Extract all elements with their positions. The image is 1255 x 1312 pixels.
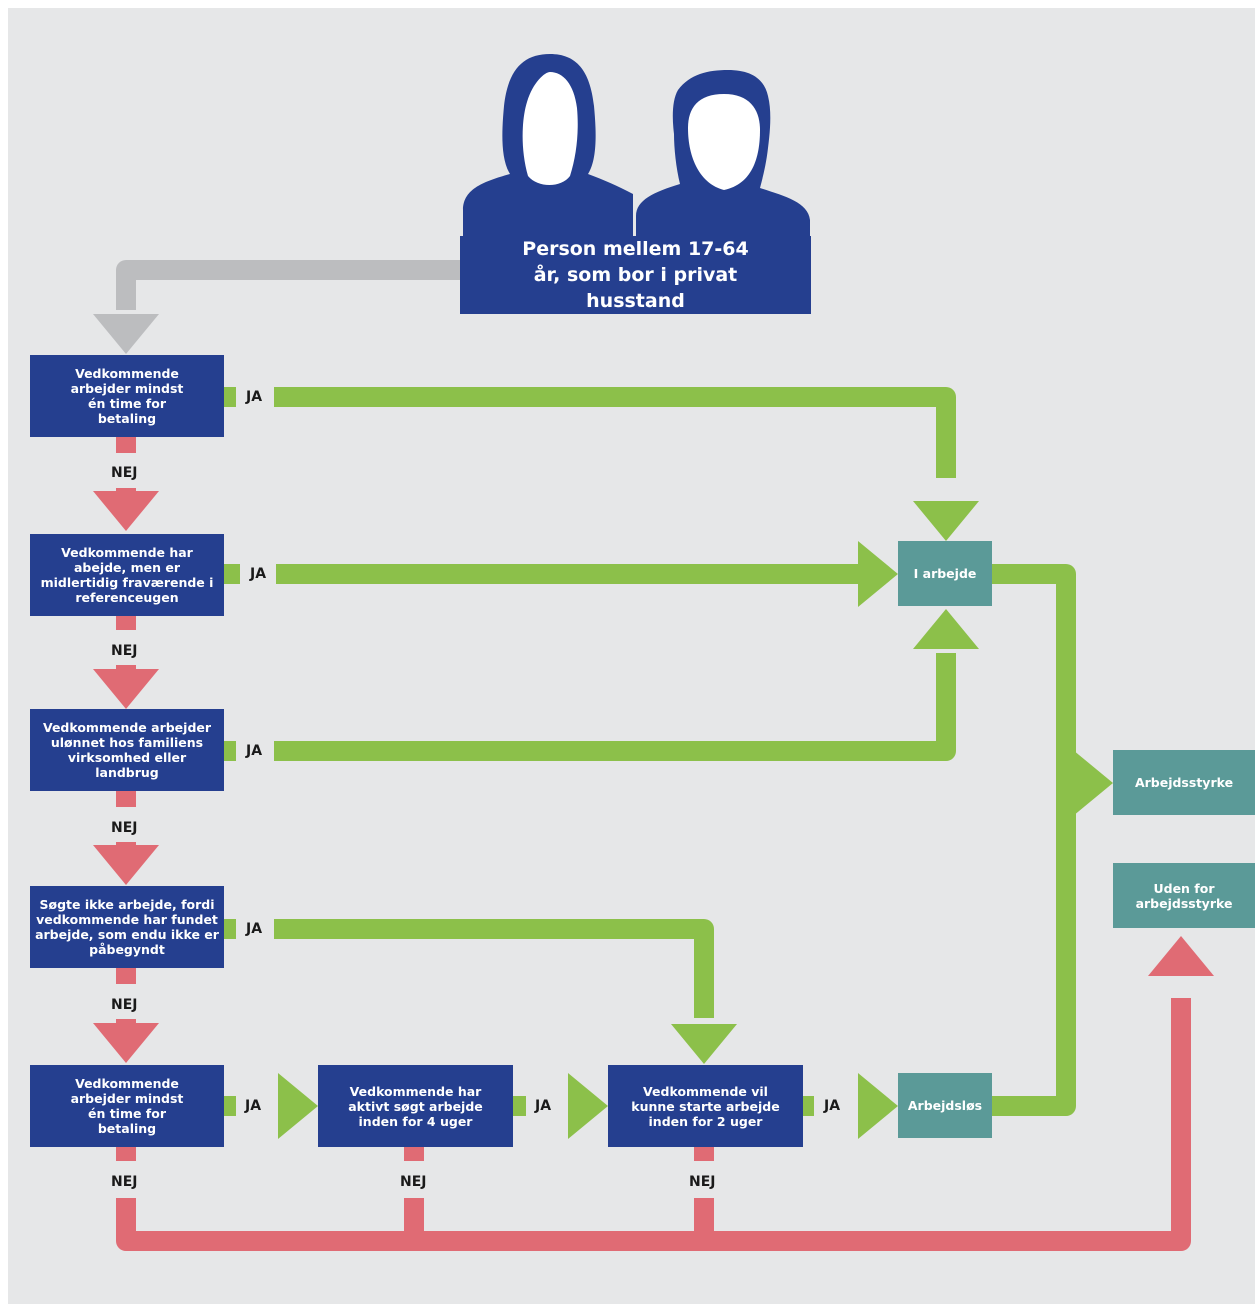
question-temporarily-absent: Vedkommende har abejde, men er midlertid… (30, 534, 224, 616)
yes-arrowhead (568, 1073, 608, 1139)
question-can-start: Vedkommende vil kunne starte arbejde ind… (608, 1065, 803, 1147)
question-paid-work-1: Vedkommende arbejder mindst én time for … (30, 355, 224, 437)
yes-label-6: JA (535, 1098, 552, 1114)
start-node: Person mellem 17-64 år, som bor i privat… (460, 236, 811, 314)
question-searched-work: Vedkommende har aktivt søgt arbejde inde… (318, 1065, 513, 1147)
yes-arrowhead (858, 541, 898, 607)
question-paid-work-2: Vedkommende arbejder mindst én time for … (30, 1065, 224, 1147)
no-arrowhead (93, 491, 159, 531)
yes-label-2: JA (250, 566, 267, 582)
flow-connectors (93, 54, 1214, 1251)
yes-label-7: JA (824, 1098, 841, 1114)
no-label-6: NEJ (400, 1174, 427, 1190)
no-label-4: NEJ (111, 997, 138, 1013)
yes-arrowhead (913, 609, 979, 649)
woman-face-icon (522, 72, 578, 185)
man-face-icon (688, 94, 760, 190)
yes-label-3: JA (246, 743, 263, 759)
start-connector (116, 260, 460, 310)
outcome-unemployed: Arbejdsløs (898, 1073, 992, 1138)
outside-arrowhead (1148, 936, 1214, 976)
no-label-3: NEJ (111, 820, 138, 836)
yes-label-5: JA (245, 1098, 262, 1114)
no-label-1: NEJ (111, 465, 138, 481)
question-found-work: Søgte ikke arbejde, fordi vedkommende ha… (30, 886, 224, 968)
outside-connector (116, 998, 1191, 1251)
yes-label-4: JA (246, 921, 263, 937)
outcome-outside-labour-force: Uden for arbejdsstyrke (1113, 863, 1255, 928)
yes-arrowhead (278, 1073, 318, 1139)
labour-force-connector (992, 564, 1076, 1116)
diagram-canvas: Person mellem 17-64 år, som bor i privat… (8, 8, 1255, 1304)
no-arrowhead (93, 1023, 159, 1063)
no-label-5: NEJ (111, 1174, 138, 1190)
yes-arrowhead (858, 1073, 898, 1139)
yes-label-1: JA (246, 389, 263, 405)
start-arrowhead (93, 314, 159, 354)
no-label-2: NEJ (111, 643, 138, 659)
outcome-labour-force: Arbejdsstyrke (1113, 750, 1255, 815)
yes-arrowhead (671, 1024, 737, 1064)
no-label-7: NEJ (689, 1174, 716, 1190)
no-arrowhead (93, 845, 159, 885)
labour-force-arrowhead (1073, 750, 1113, 816)
question-unpaid-family-work: Vedkommende arbejder ulønnet hos familie… (30, 709, 224, 791)
yes-connector (274, 387, 956, 478)
outcome-employed: I arbejde (898, 541, 992, 606)
yes-arrowhead (913, 501, 979, 541)
yes-connector (274, 653, 956, 761)
no-arrowhead (93, 669, 159, 709)
yes-connector (274, 919, 714, 1018)
